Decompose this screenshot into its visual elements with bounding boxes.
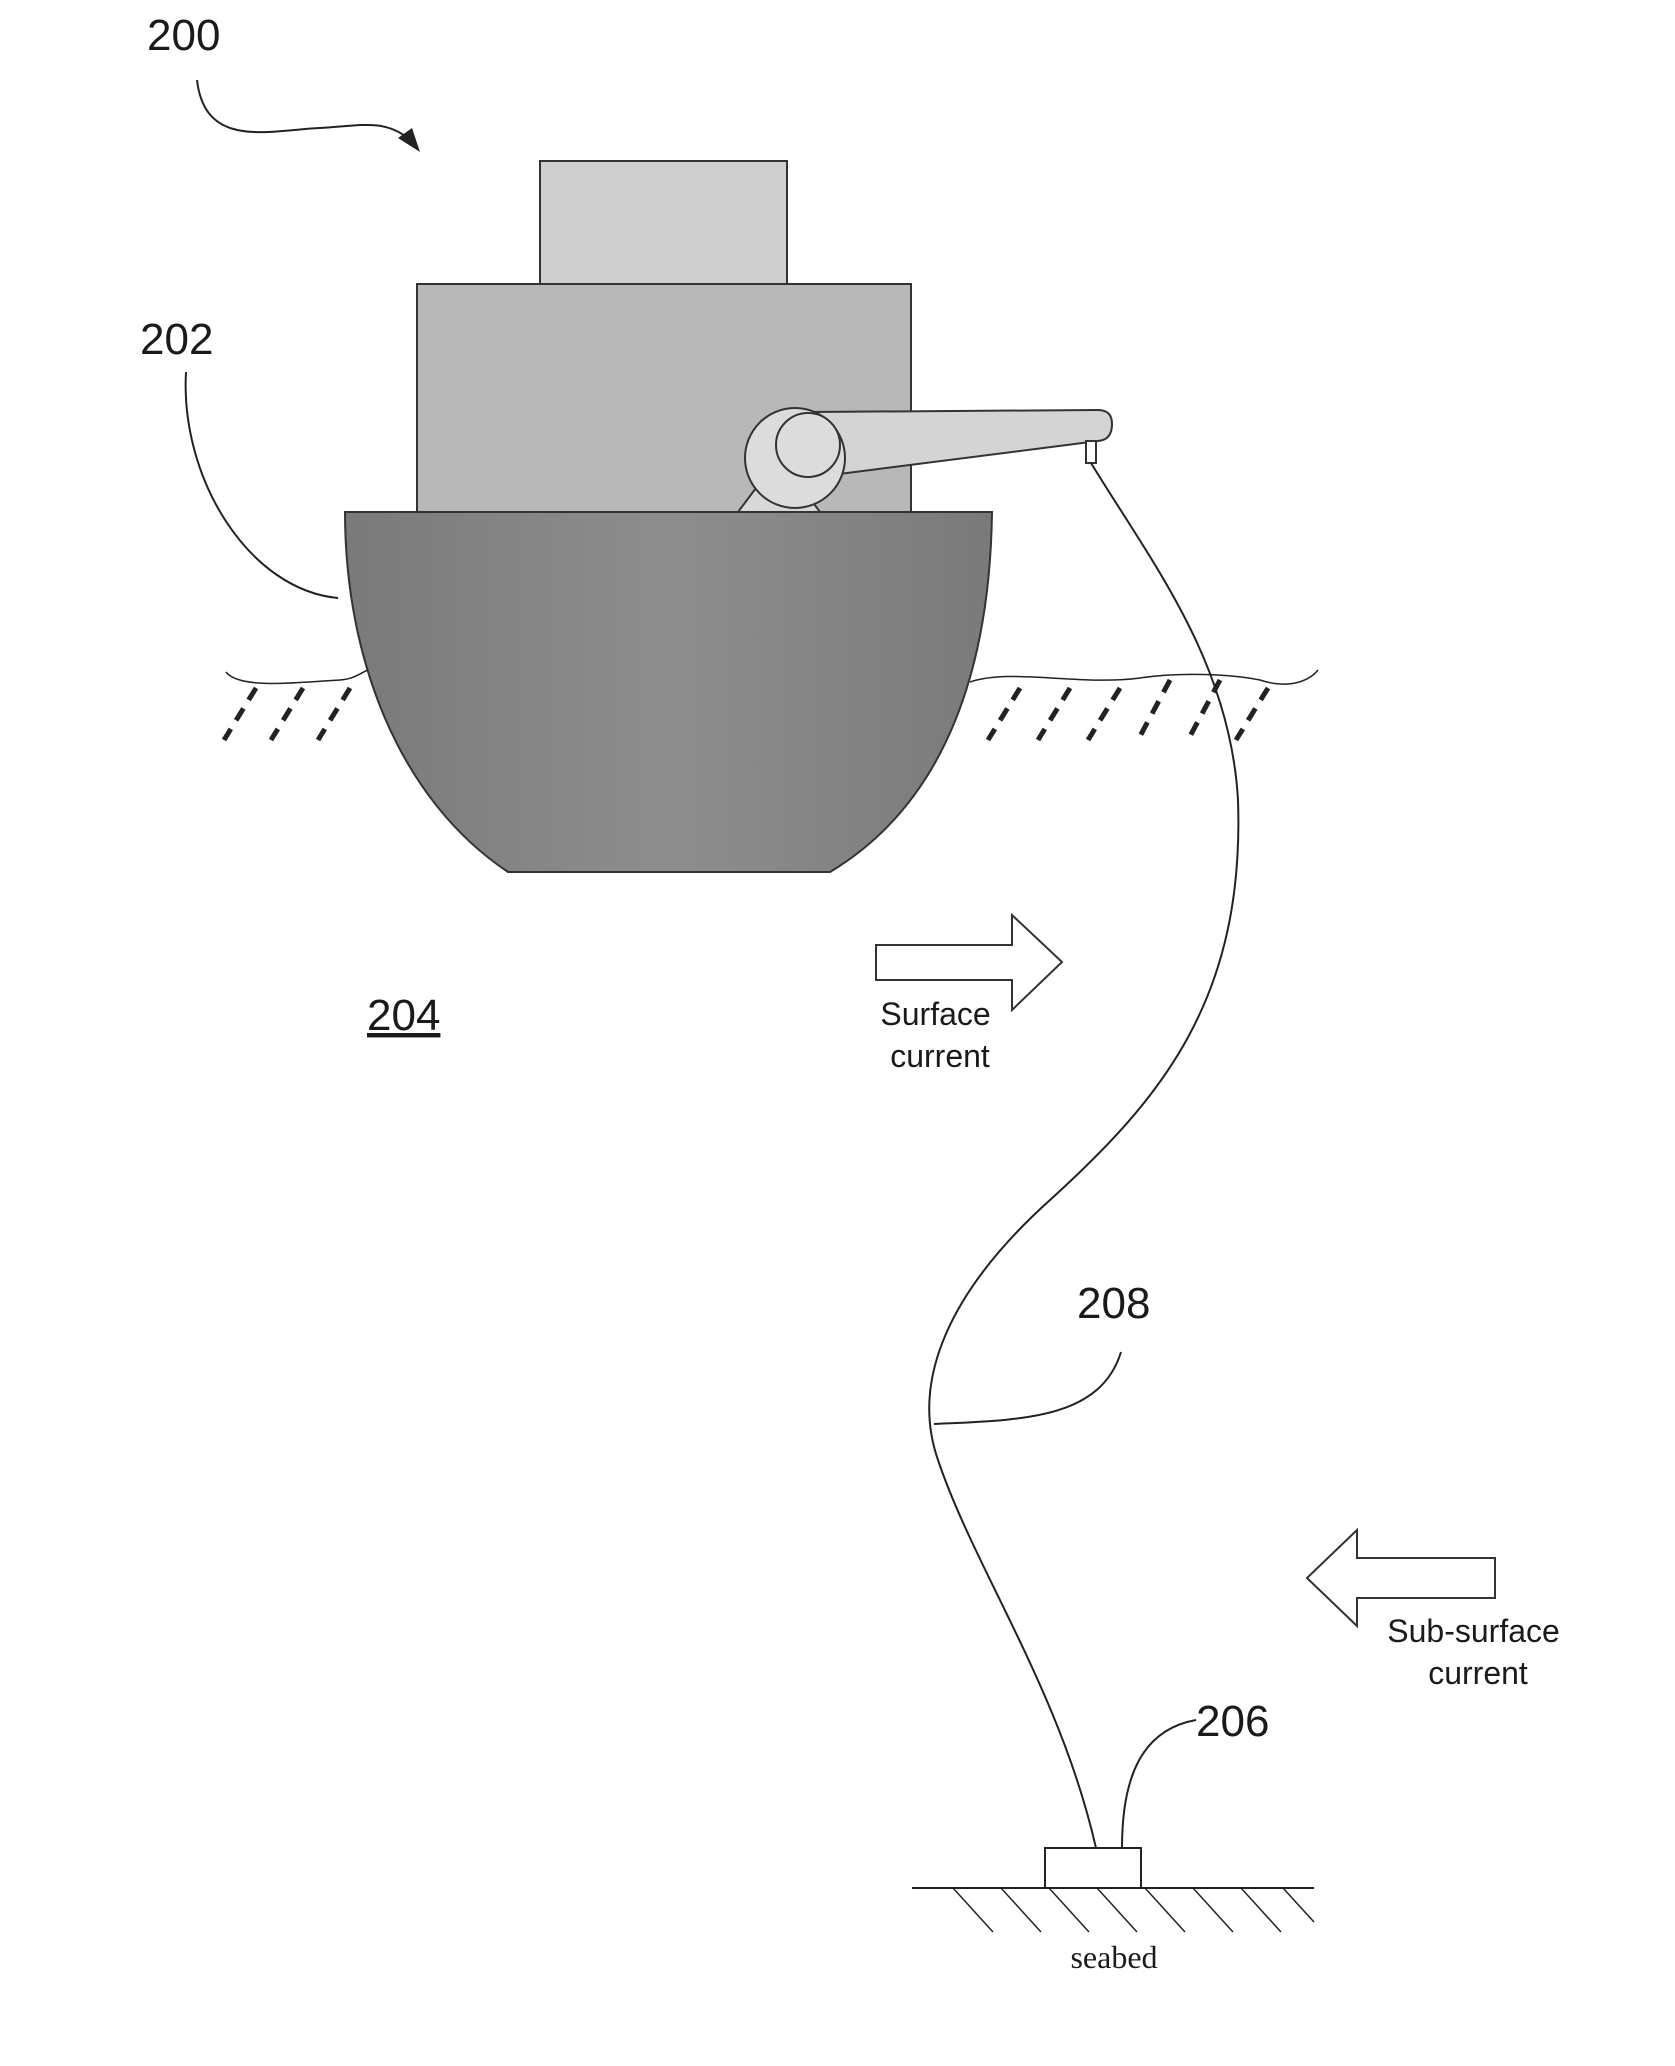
figure-ref-leader [197,80,410,140]
vessel-ref-leader [186,372,338,598]
figure-ref-200: 200 [147,11,420,152]
vessel-ref: 202 [140,315,338,598]
seabed: seabed [912,1848,1314,1975]
surface-current: Surface current [876,915,1062,1074]
water-ref-label: 204 [367,991,440,1040]
vessel-ref-label: 202 [140,315,213,364]
figure-ref-arrowhead [398,128,420,152]
seabed-hatch [953,1888,1314,1932]
wellhead-block [1045,1848,1141,1888]
wellhead-ref: 206 [1122,1697,1269,1848]
surface-current-label: Surface current [880,996,999,1074]
subsurface-current-arrow [1307,1530,1495,1626]
water-surface-right [970,670,1318,684]
subsurface-current-line2: current [1428,1655,1528,1691]
water-hatch-left [0,0,350,740]
subsurface-current: Sub-surface current [1307,1530,1569,1691]
subsurface-current-label: Sub-surface current [1387,1613,1568,1691]
subsurface-current-line1: Sub-surface [1387,1613,1560,1649]
riser-ref-leader [934,1352,1121,1424]
riser-ref-label: 208 [1077,1279,1150,1328]
vessel-bridge [540,161,787,285]
figure-ref-label: 200 [147,11,220,60]
surface-current-line2: current [890,1038,990,1074]
riser-ref: 208 [934,1279,1150,1424]
water-surface-left [226,670,368,684]
wellhead-ref-leader [1122,1720,1196,1848]
seabed-label: seabed [1070,1939,1157,1975]
vessel-hull [345,512,992,872]
crane-hook [1086,441,1096,463]
wellhead-ref-label: 206 [1196,1697,1269,1746]
crane-pivot-inner [776,413,840,477]
crane-boom [808,410,1112,478]
surface-current-line1: Surface [880,996,990,1032]
vessel [345,161,1112,872]
water-hatch-right [988,680,1268,740]
riser-line [929,463,1238,1848]
